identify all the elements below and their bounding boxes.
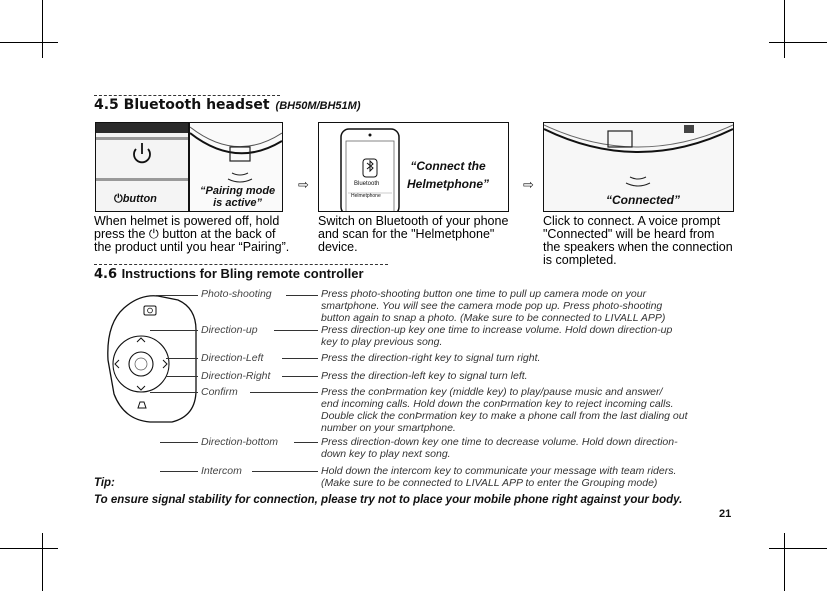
desc-line: Press the conÞrmation key (middle key) t… [321,386,663,398]
control-label-direction-left: Direction-Left [201,352,264,364]
step-3-line-3: the speakers when the connection [543,240,733,254]
tip-label: Tip: [94,477,115,489]
desc-line: (Make sure to be connected to LIVALL APP… [321,477,658,489]
phone-device-text: Helmetphone [351,193,381,199]
camera-icon [143,305,157,316]
sound-waves-icon [227,172,253,183]
control-desc-direction-right: Press the direction-left key to signal t… [321,370,751,382]
control-label-direction-up: Direction-up [201,324,258,336]
phone-image: Bluetooth Helmetphone “Connect the Helme… [318,122,509,212]
bluetooth-icon [366,159,374,173]
desc-line: number on your smartphone. [321,422,456,434]
control-label-intercom: Intercom [201,465,242,477]
desc-line: Press direction-up key one time to incre… [321,324,673,336]
step-1-line-3: the product until you hear “Pairing”. [94,240,290,254]
step-1-caption: When helmet is powered off, hold press t… [94,215,309,254]
control-desc-photo-shooting: Press photo-shooting button one time to … [321,288,751,324]
control-desc-confirm: Press the conÞrmation key (middle key) t… [321,386,751,434]
connected-illustration [544,124,733,187]
down-arrow-icon [136,385,146,391]
desc-line: button again to snap a photo. (Make sure… [321,312,666,324]
control-desc-direction-bottom: Press direction-down key one time to dec… [321,436,751,460]
desc-line: end incoming calls. Hold down the conÞrm… [321,398,674,410]
desc-line: down key to play next song. [321,448,451,460]
step-2-caption: Switch on Bluetooth of your phone and sc… [318,215,533,254]
control-desc-direction-left: Press the direction-right key to signal … [321,352,751,364]
button-label: button [122,193,157,205]
remote-controller-illustration [107,295,197,423]
power-icon [133,143,151,164]
section-45-heading: 4.5 Bluetooth headset [94,97,270,113]
desc-line: smartphone. You will see the camera mode… [321,300,663,312]
tip-text: To ensure signal stability for connectio… [94,494,683,506]
section-46-title: 4.6 Instructions for Bling remote contro… [94,266,364,282]
arrow-right-icon: ⇨ [523,177,534,192]
step-3-line-2: "Connected" will be heard from [543,227,715,241]
pairing-label-line-1: “Pairing mode [200,185,276,197]
step-1-line-2-pre: press the [94,227,149,241]
section-45-subtitle: (BH50M/BH51M) [275,100,361,112]
pairing-caption: “Pairing mode is active” [200,185,275,209]
step-1-line-2: press the ⏻ button at the back of [94,228,309,241]
control-label-direction-bottom: Direction-bottom [201,436,279,448]
control-label-direction-right: Direction-Right [201,370,271,382]
pairing-illustration [190,126,282,183]
desc-line: Press the direction-left key to signal t… [321,370,528,382]
section-46-heading: Instructions for Bling remote controller [121,266,364,281]
sound-waves-icon [625,176,651,187]
page-number: 21 [719,508,732,520]
control-desc-intercom: Hold down the intercom key to communicat… [321,465,751,489]
step-1-line-1: When helmet is powered off, hold [94,214,280,228]
connect-label-line-2: Helmetphone” [407,177,490,191]
helmet-button-image: ⏻button [95,122,189,212]
phone-illustration [340,128,400,211]
up-arrow-icon [136,337,146,343]
desc-line: Press direction-down key one time to dec… [321,436,678,448]
step-1-line-2-post: button at the back of [158,227,276,241]
desc-line: Press the direction-right key to signal … [321,352,541,364]
right-arrow-icon [162,359,168,369]
desc-line: key to play previous song. [321,336,443,348]
step-2-line-2: and scan for the "Helmetphone" [318,227,495,241]
desc-line: Press photo-shooting button one time to … [321,288,647,300]
desc-line: Hold down the intercom key to communicat… [321,465,677,477]
helmet-back-illustration [96,123,188,181]
button-caption: ⏻button [114,193,157,206]
control-label-confirm: Confirm [201,386,238,398]
left-arrow-icon [114,359,120,369]
power-icon: ⏻ [114,193,123,205]
pairing-image: “Pairing mode is active” [189,122,283,212]
connect-caption: “Connect the Helmetphone” [407,157,489,193]
connect-label-line-1: “Connect the [410,159,486,173]
step-3-caption: Click to connect. A voice prompt "Connec… [543,215,758,267]
step-3-line-1: Click to connect. A voice prompt [543,214,721,228]
step-2-line-3: device. [318,240,358,254]
control-label-photo-shooting: Photo-shooting [201,288,272,300]
arrow-right-icon: ⇨ [298,177,309,192]
section-46-rule [94,264,388,265]
power-icon: ⏻ [148,227,159,241]
section-46-number: 4.6 [94,267,118,282]
control-desc-direction-up: Press direction-up key one time to incre… [321,324,751,348]
step-2-line-1: Switch on Bluetooth of your phone [318,214,509,228]
step-3-line-4: is completed. [543,253,617,267]
pairing-label-line-2: is active” [213,197,263,209]
connected-label: “Connected” [606,193,681,207]
section-45-rule [94,95,280,96]
desc-line: Double click the conÞrmation key to make… [321,410,688,422]
intercom-icon [137,401,147,409]
section-45-title: 4.5 Bluetooth headset (BH50M/BH51M) [94,97,361,113]
phone-bluetooth-text: Bluetooth [354,181,380,187]
connected-image: “Connected” [543,122,734,212]
